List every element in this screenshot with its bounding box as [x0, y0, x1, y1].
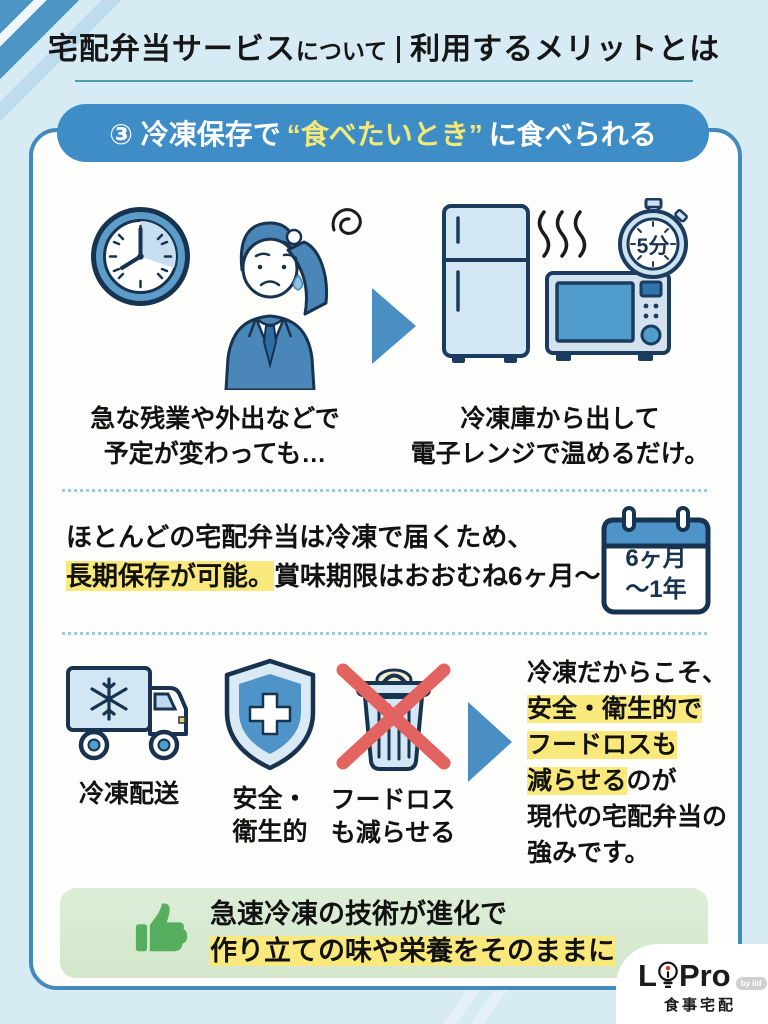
section-banner: ③ 冷凍保存で “食べたいとき” に食べられる — [57, 104, 709, 162]
fridge-microwave-illustration — [442, 198, 688, 363]
caption-right: 冷凍庫から出して 電子レンジで温めるだけ。 — [410, 405, 710, 468]
dotted-divider — [62, 489, 707, 492]
benefit-item-frozen-delivery: 冷凍配送 — [62, 662, 196, 811]
caption-left: 急な残業や外出などで 予定が変わっても… — [90, 405, 340, 468]
stopwatch-icon — [618, 198, 688, 279]
logo-text-pro: Pro — [678, 958, 731, 993]
logo-subtitle: 食事宅配 — [664, 997, 737, 1014]
dotted-divider — [62, 632, 707, 635]
benefit-item-foodloss: フードロス も減らせる — [328, 652, 458, 850]
page-title: 宅配弁当サービスについて利用するメリットとは — [0, 24, 768, 68]
shield-icon — [224, 658, 316, 771]
page-title-main: 宅配弁当サービス — [47, 33, 296, 66]
thumbs-up-icon — [135, 903, 188, 952]
clock-icon — [91, 207, 190, 306]
steam-icon — [537, 210, 587, 258]
page-title-sub: について — [295, 38, 388, 64]
logo-letter-l: L — [638, 958, 657, 993]
banner-text-pre: ③ 冷凍保存で — [109, 119, 281, 150]
timer-label: 5分 — [636, 235, 670, 258]
lipro-logo: L Pro by iid 食事宅配 — [616, 944, 768, 1024]
title-underline — [75, 80, 693, 82]
storage-highlight: 長期保存が可能。 — [66, 561, 275, 591]
microwave-icon — [545, 271, 671, 361]
calendar-icon — [601, 506, 711, 615]
conclusion-text: 急速冷凍の技術が進化で 作り立ての味や栄養をそのままに — [210, 899, 615, 966]
frozen-delivery-truck-icon — [66, 666, 188, 761]
page-title-right: 利用するメリットとは — [410, 33, 721, 66]
worried-man-illustration — [224, 208, 362, 390]
cross-icon — [248, 692, 292, 736]
sweat-drop-icon — [292, 273, 304, 291]
banner-text-post: に食べられる — [488, 119, 657, 150]
arrow-right-icon — [372, 288, 416, 364]
calendar-label: 6ヶ月 〜1年 — [625, 545, 687, 603]
confusion-squiggle-icon — [331, 208, 362, 235]
title-divider — [397, 36, 401, 63]
benefits-text: 冷凍だからこそ、 安全・衛生的で フードロスも 減らせるのが 現代の宅配弁当の … — [527, 659, 728, 867]
trash-crossed-icon — [336, 663, 450, 771]
red-x-icon — [336, 663, 450, 770]
snowflake-icon — [90, 677, 128, 721]
benefit-item-safety: 安全・ 衛生的 — [212, 658, 328, 849]
arrow-right-icon — [468, 702, 512, 782]
lightbulb-icon — [658, 961, 678, 989]
storage-text: ほとんどの宅配弁当は冷凍で届くため、 長期保存が可能。賞味期限はおおむね6ヶ月〜… — [66, 522, 667, 591]
fridge-icon — [442, 204, 530, 363]
conclusion-box: 急速冷凍の技術が進化で 作り立ての味や栄養をそのままに — [60, 888, 708, 978]
logo-badge: by iid — [735, 976, 767, 990]
banner-text-highlight: “食べたいとき” — [286, 119, 483, 150]
